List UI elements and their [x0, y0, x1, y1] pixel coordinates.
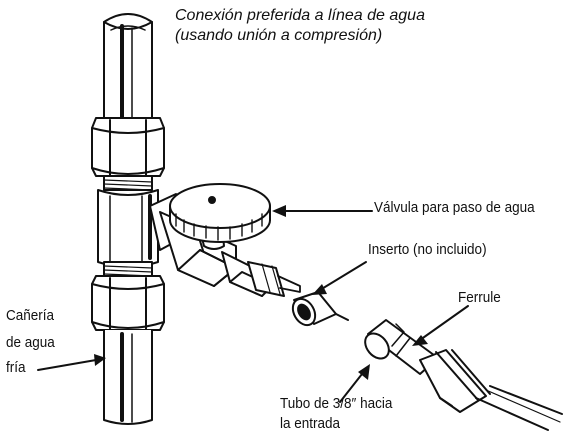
tube-label-line-1: Tubo de 3/8″ hacia: [280, 395, 393, 412]
cold-water-pipe-lower: [103, 329, 153, 425]
caption-line-1: Conexión preferida a línea de agua: [175, 7, 425, 24]
tube-label-line-2: la entrada: [280, 415, 341, 432]
pipe-label-line-1: Cañería: [6, 307, 55, 324]
ferrule-nut-assembly: [364, 319, 491, 413]
insert-label: Inserto (no incluido): [368, 241, 487, 258]
caption-line-2: (usando unión a compresión): [175, 27, 383, 44]
label-leaders: [37, 205, 469, 403]
pipe-label-line-3: fría: [6, 359, 26, 376]
diagram-caption: Conexión preferida a línea de agua (usan…: [175, 6, 425, 46]
lower-compression-nut: [91, 275, 165, 331]
lower-threads: [103, 261, 153, 277]
valve-handle: [169, 183, 271, 250]
pipe-label-line-2: de agua: [6, 334, 55, 351]
tee-fitting-body: [97, 189, 159, 268]
valve-outlet-stem: [247, 261, 301, 297]
cold-water-pipe-upper: [103, 13, 153, 120]
tube-3-8-inlet: [475, 385, 563, 431]
valve-label: Válvula para paso de agua: [374, 199, 535, 216]
upper-compression-nut: [91, 117, 165, 177]
ferrule-label: Ferrule: [458, 289, 501, 306]
upper-threads: [103, 175, 153, 191]
insert-part: [291, 291, 349, 327]
